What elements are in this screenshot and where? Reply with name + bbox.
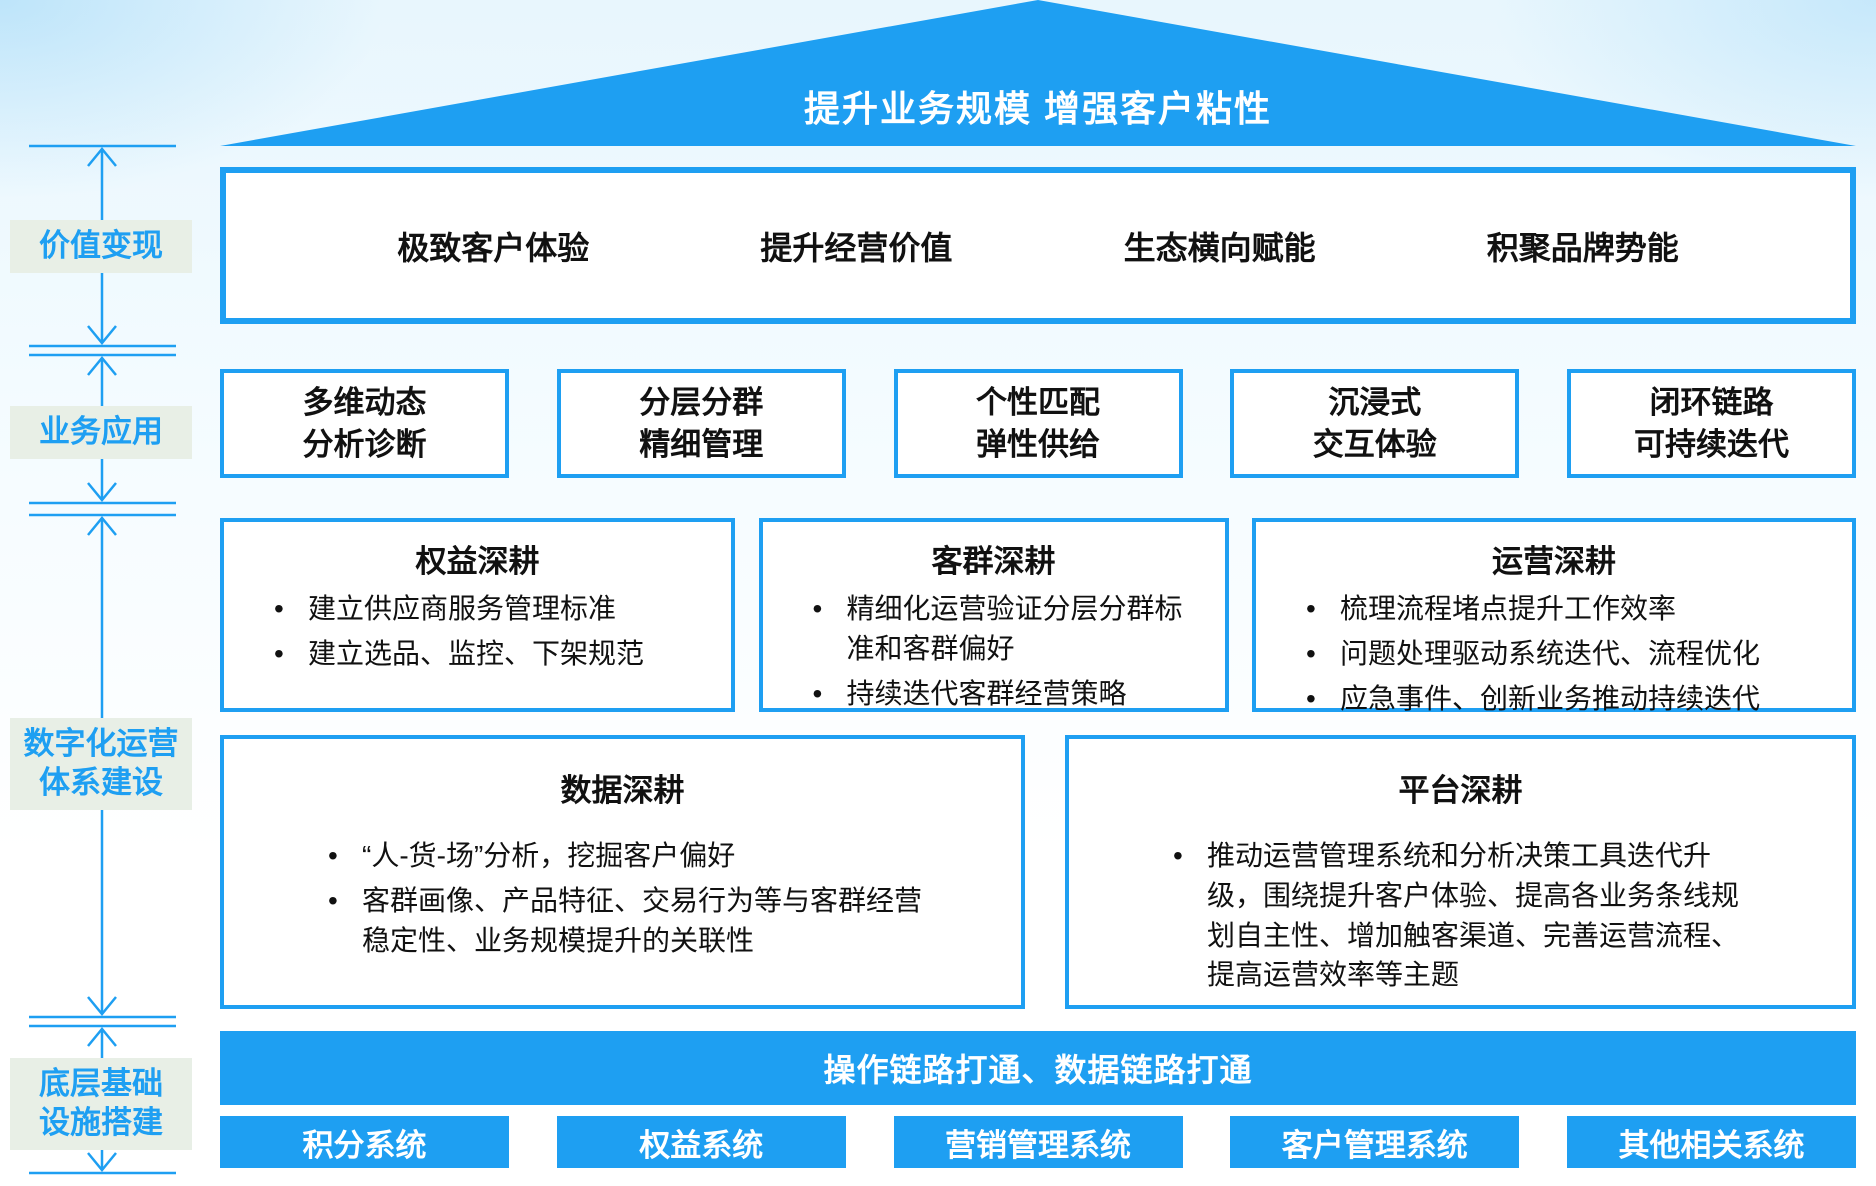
side-label-digital-operations: 数字化运营 体系建设 [10, 718, 192, 810]
deep-box-title: 客群深耕 [931, 544, 1056, 579]
bullet-item: 持续迭代客群经营策略 [805, 674, 1201, 714]
bullet-item: 应急事件、创新业务推动持续迭代 [1298, 679, 1828, 719]
bullet-list: 推动运营管理系统和分析决策工具迭代升级，围绕提升客户体验、提高各业务条线规划自主… [1165, 836, 1764, 995]
value-monetization-row: 极致客户体验 提升经营价值 生态横向赋能 积聚品牌势能 [220, 167, 1856, 324]
dimension-arrow-icon [29, 353, 176, 505]
digital-ops-row-1: 权益深耕 建立供应商服务管理标准 建立选品、监控、下架规范 客群深耕 精细化运营… [220, 518, 1856, 718]
bullet-item: 梳理流程堵点提升工作效率 [1298, 589, 1828, 629]
side-label-business-application: 业务应用 [10, 406, 192, 459]
deep-box-operations: 运营深耕 梳理流程堵点提升工作效率 问题处理驱动系统迭代、流程优化 应急事件、创… [1252, 518, 1856, 718]
side-label-value-monetization: 价值变现 [10, 220, 192, 273]
bullet-item: 精细化运营验证分层分群标准和客群偏好 [805, 589, 1201, 669]
digital-ops-row-2: 数据深耕 “人-货-场”分析，挖掘客户偏好 客群画像、产品特征、交易行为等与客群… [220, 735, 1856, 1009]
bullet-list: “人-货-场”分析，挖掘客户偏好 客群画像、产品特征、交易行为等与客群经营稳定性… [320, 836, 933, 960]
system-box-rights: 权益系统 [556, 1116, 846, 1168]
deep-box-title: 运营深耕 [1492, 544, 1616, 579]
bullet-list: 精细化运营验证分层分群标准和客群偏好 持续迭代客群经营策略 [805, 589, 1201, 713]
deep-box-data: 数据深耕 “人-货-场”分析，挖掘客户偏好 客群画像、产品特征、交易行为等与客群… [220, 735, 1025, 1009]
infrastructure-bar: 操作链路打通、数据链路打通 [220, 1031, 1856, 1105]
deep-box-platform: 平台深耕 推动运营管理系统和分析决策工具迭代升级，围绕提升客户体验、提高各业务条… [1065, 735, 1856, 1009]
app-box-closed-loop-iteration: 闭环链路 可持续迭代 [1567, 369, 1856, 478]
app-box-dynamic-analysis: 多维动态 分析诊断 [220, 369, 509, 478]
value-item-ecosystem-enablement: 生态横向赋能 [1123, 229, 1316, 266]
bullet-item: 问题处理驱动系统迭代、流程优化 [1298, 634, 1828, 674]
bullet-item: 推动运营管理系统和分析决策工具迭代升级，围绕提升客户体验、提高各业务条线规划自主… [1165, 836, 1764, 995]
systems-row: 积分系统 权益系统 营销管理系统 客户管理系统 其他相关系统 [220, 1116, 1856, 1168]
bullet-item: 客群画像、产品特征、交易行为等与客群经营稳定性、业务规模提升的关联性 [320, 881, 933, 961]
deep-box-rights: 权益深耕 建立供应商服务管理标准 建立选品、监控、下架规范 [220, 518, 735, 712]
deep-box-customer-groups: 客群深耕 精细化运营验证分层分群标准和客群偏好 持续迭代客群经营策略 [758, 518, 1229, 713]
app-box-tiered-management: 分层分群 精细管理 [556, 369, 846, 478]
bullet-item: 建立选品、监控、下架规范 [266, 634, 707, 674]
business-application-row: 多维动态 分析诊断 分层分群 精细管理 个性匹配 弹性供给 沉浸式 交互体验 闭… [220, 369, 1856, 478]
app-box-immersive-interaction: 沉浸式 交互体验 [1230, 369, 1520, 478]
system-box-marketing: 营销管理系统 [893, 1116, 1183, 1168]
roof-banner: 提升业务规模 增强客户粘性 [220, 0, 1856, 146]
side-label-infrastructure: 底层基础 设施搭建 [10, 1058, 192, 1150]
system-box-customer: 客户管理系统 [1230, 1116, 1520, 1168]
deep-box-title: 平台深耕 [1398, 773, 1523, 808]
bullet-item: “人-货-场”分析，挖掘客户偏好 [320, 836, 933, 876]
section-span-arrows [29, 144, 176, 1175]
value-item-operating-value: 提升经营价值 [760, 229, 953, 266]
bullet-list: 建立供应商服务管理标准 建立选品、监控、下架规范 [266, 589, 707, 674]
bullet-item: 建立供应商服务管理标准 [266, 589, 707, 629]
bullet-list: 梳理流程堵点提升工作效率 问题处理驱动系统迭代、流程优化 应急事件、创新业务推动… [1298, 589, 1828, 718]
system-box-points: 积分系统 [220, 1116, 509, 1168]
diagram-title: 提升业务规模 增强客户粘性 [803, 88, 1272, 129]
system-box-other: 其他相关系统 [1567, 1116, 1856, 1168]
app-box-personalized-supply: 个性匹配 弹性供给 [893, 369, 1183, 478]
deep-box-title: 权益深耕 [415, 544, 540, 579]
value-item-brand-momentum: 积聚品牌势能 [1486, 229, 1679, 266]
deep-box-title: 数据深耕 [560, 773, 685, 808]
value-item-customer-experience: 极致客户体验 [397, 229, 590, 266]
